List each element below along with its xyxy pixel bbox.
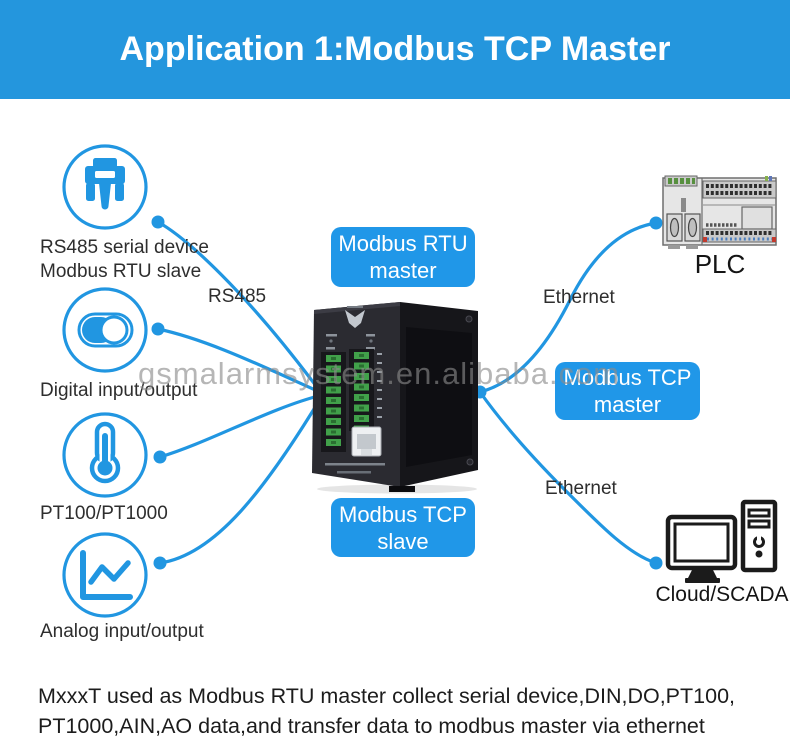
- source-serial-label: RS485 serial device Modbus RTU slave: [40, 237, 209, 282]
- device-ethernet-port: [351, 426, 382, 457]
- bus-label-ethernet-bottom: Ethernet: [545, 478, 617, 499]
- node-dot: [151, 322, 165, 336]
- gateway-device-image: [312, 302, 478, 494]
- bus-label-rs485: RS485: [208, 286, 267, 307]
- tag-modbus-rtu-master: Modbus RTU master: [331, 227, 475, 287]
- footnote: MxxxT used as Modbus RTU master collect …: [38, 682, 735, 741]
- node-dot: [153, 450, 167, 464]
- curve-gateway-to-plc: [478, 221, 658, 394]
- tag-modbus-tcp-master: Modbus TCP master: [555, 362, 700, 420]
- device-logo: [345, 306, 365, 328]
- line-chart-icon: [62, 532, 148, 618]
- source-digital-label: Digital input/output: [40, 380, 198, 401]
- curve-gateway-to-scada: [478, 390, 658, 565]
- node-dot: [649, 556, 663, 570]
- source-analog-label: Analog input/output: [40, 621, 204, 642]
- source-pt-label: PT100/PT1000: [40, 503, 168, 524]
- plc-label: PLC: [694, 249, 746, 279]
- device-led-labels: [326, 334, 375, 350]
- footnote-line1: MxxxT used as Modbus RTU master collect …: [38, 684, 735, 708]
- desktop-computer-icon: [665, 499, 778, 583]
- plc-icon: [662, 175, 777, 249]
- device-port-labels: [377, 353, 382, 418]
- scada-label: Cloud/SCADA: [655, 583, 789, 606]
- node-dot: [153, 556, 167, 570]
- node-dot: [151, 215, 165, 229]
- node-dot: [649, 216, 663, 230]
- bus-label-ethernet-top: Ethernet: [543, 287, 615, 308]
- header-banner: Application 1:Modbus TCP Master: [0, 0, 790, 99]
- curve-digital-to-gateway: [156, 327, 324, 395]
- thermometer-icon: [62, 412, 148, 498]
- watermark-text: gsmalarmsystem.en.alibaba.com: [138, 356, 621, 391]
- toggle-switch-icon: [62, 287, 148, 373]
- footnote-line2: PT1000,AIN,AO data,and transfer data to …: [38, 713, 705, 738]
- device-terminal-blocks: [321, 349, 374, 452]
- serial-connector-icon: [62, 144, 148, 230]
- curve-serial-to-gateway: [156, 220, 324, 396]
- page-title: Application 1:Modbus TCP Master: [119, 30, 671, 68]
- curve-pt-to-gateway: [158, 393, 324, 459]
- curve-analog-to-gateway: [158, 394, 324, 565]
- tag-modbus-tcp-slave: Modbus TCP slave: [331, 498, 475, 557]
